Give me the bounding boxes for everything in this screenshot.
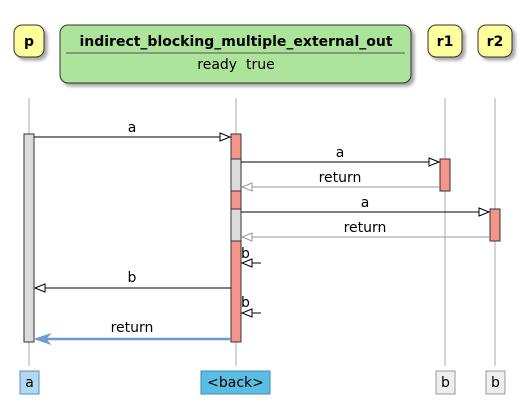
- participant-r2[interactable]: r2: [477, 24, 513, 58]
- footer-p-label: a: [25, 375, 34, 391]
- message-label: return: [344, 220, 387, 236]
- activation-r2: [489, 208, 501, 242]
- participant-r1[interactable]: r1: [427, 24, 463, 58]
- message-a-main-to-r1: a: [241, 145, 441, 167]
- activation-main-wait-r2: [230, 208, 242, 242]
- message-return-r2-to-main: return: [240, 220, 490, 242]
- participant-main-title: indirect_blocking_multiple_external_out: [79, 34, 392, 50]
- participant-main[interactable]: indirect_blocking_multiple_external_out …: [59, 24, 412, 84]
- activation-p: [23, 133, 35, 343]
- participant-p-label: p: [24, 34, 34, 50]
- message-b-external-to-main-2: b: [240, 295, 261, 318]
- message-label: a: [128, 120, 137, 136]
- footer-main[interactable]: <back>: [200, 370, 271, 395]
- message-label: b: [241, 295, 250, 311]
- footer-r1[interactable]: b: [435, 370, 456, 395]
- message-return-r1-to-main: return: [240, 170, 440, 192]
- message-b-main-to-p: b: [33, 270, 231, 293]
- message-label: a: [361, 195, 370, 211]
- footer-main-label: <back>: [207, 375, 264, 391]
- participant-main-subtitle: ready true: [197, 57, 274, 73]
- footer-p[interactable]: a: [19, 370, 40, 395]
- activation-main-wait-r1: [230, 158, 242, 192]
- message-a-main-to-r2: a: [241, 195, 491, 217]
- message-b-external-to-main-1: b: [240, 246, 261, 268]
- message-label: b: [128, 270, 137, 286]
- message-label: return: [319, 170, 362, 186]
- message-label: a: [336, 145, 345, 161]
- footer-r2[interactable]: b: [485, 370, 506, 395]
- participant-r2-label: r2: [487, 34, 504, 50]
- message-label: b: [241, 246, 250, 262]
- footer-r2-label: b: [491, 375, 500, 391]
- participant-p[interactable]: p: [13, 24, 45, 58]
- message-label: return: [111, 320, 154, 336]
- footer-r1-label: b: [441, 375, 450, 391]
- participant-r1-label: r1: [437, 34, 454, 50]
- message-return-main-to-p: return: [33, 320, 231, 346]
- activation-r1: [439, 158, 451, 192]
- message-a-p-to-main: a: [34, 120, 232, 142]
